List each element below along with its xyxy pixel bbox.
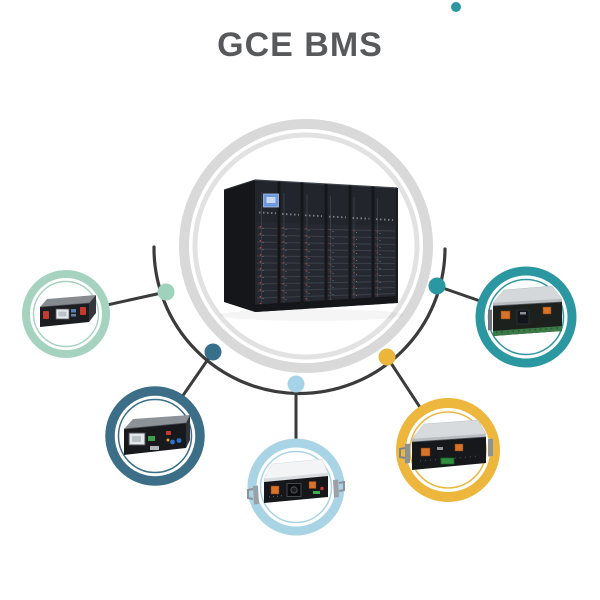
unit-front-edge [492,301,563,307]
handle-plate-right [333,479,339,498]
unit-lip [493,299,562,306]
red-indicator [320,486,324,491]
node-left-ring-thin [32,280,100,348]
green-terminal [440,457,455,465]
bay-dividers [277,181,375,311]
label-sticker [437,447,443,450]
dot-left [157,283,175,301]
green-terminal [148,436,155,441]
unit-top [411,419,487,440]
label-sticker [520,312,526,315]
orange-connector-left [270,485,280,495]
handle-plate-left [253,485,259,505]
pcb-edge [493,326,562,336]
port-row [268,495,286,498]
dot-lower-left [204,343,222,361]
connector-dots [157,277,446,393]
accent-dot [451,2,461,12]
orange-connector-left [420,447,431,457]
dot-bottom [287,375,305,393]
battery-cabinet-cluster [220,179,404,321]
orange-connector-right [454,443,464,452]
lcd-glare [132,436,141,442]
handle-right [338,480,345,492]
unit-front [412,437,486,470]
cabinet-shadow [220,309,404,321]
rack-ear-left [488,309,492,331]
unit-side [186,415,190,448]
node-lower-right [396,398,500,502]
node-lower-left [105,386,205,486]
lcd-glare [58,311,67,317]
blue-connector-2 [176,438,182,443]
bms-unit-2u [39,295,96,327]
unit-top [40,295,96,307]
label-sticker [71,309,76,313]
node-left [22,270,110,358]
handle-left [247,488,254,500]
page-title: GCE BMS [217,26,383,64]
yellow-indicator [166,438,170,442]
dot-lower-right [378,348,396,366]
unit-top [124,415,190,429]
bms-unit-3u-control [247,458,345,505]
bms-unit-4u-dual [488,285,563,336]
orange-connector-right [542,306,552,315]
dot-right [428,277,446,295]
node-bottom-ring-thin [259,450,333,524]
handle-plate-left [405,443,410,464]
blue-connector-1 [170,439,175,445]
unit-front-edge [411,436,487,443]
power-connector-right [80,307,86,315]
orange-connector-right [308,481,317,489]
unit-front-edge [123,422,187,430]
cabinet-side-top-edge [223,179,256,191]
unit-lip [264,473,328,482]
warning-mark [166,431,171,435]
handle-left [399,447,406,459]
orange-connector-left [500,310,511,320]
bay-connector-rows [258,211,394,221]
cabinet-side-panel [224,180,255,312]
node-bottom [247,438,345,536]
module-latch-dots [262,228,381,303]
cabinet-screen-glare [266,197,276,203]
center-node [179,119,433,373]
bms-unit-4u [399,419,493,470]
bms-unit-3u-lcd [123,415,190,455]
door-reflections [261,192,378,308]
breaker-knob [290,486,298,494]
main-arc [152,245,447,396]
node-lower-left-ring-thin [117,398,193,474]
label-sticker-2 [71,314,76,317]
node-right [475,266,577,368]
green-led-strip [313,491,320,494]
unit-lip [412,434,486,442]
center-ring-inner [192,132,420,360]
label-sticker [150,446,159,450]
power-connector-left [43,311,49,319]
cabinet-base [255,296,397,312]
unit-side [89,295,96,322]
handle-plate-right [488,438,493,457]
unit-top [263,458,329,480]
unit-front-edge [39,302,90,308]
center-ring-outer [179,119,433,373]
